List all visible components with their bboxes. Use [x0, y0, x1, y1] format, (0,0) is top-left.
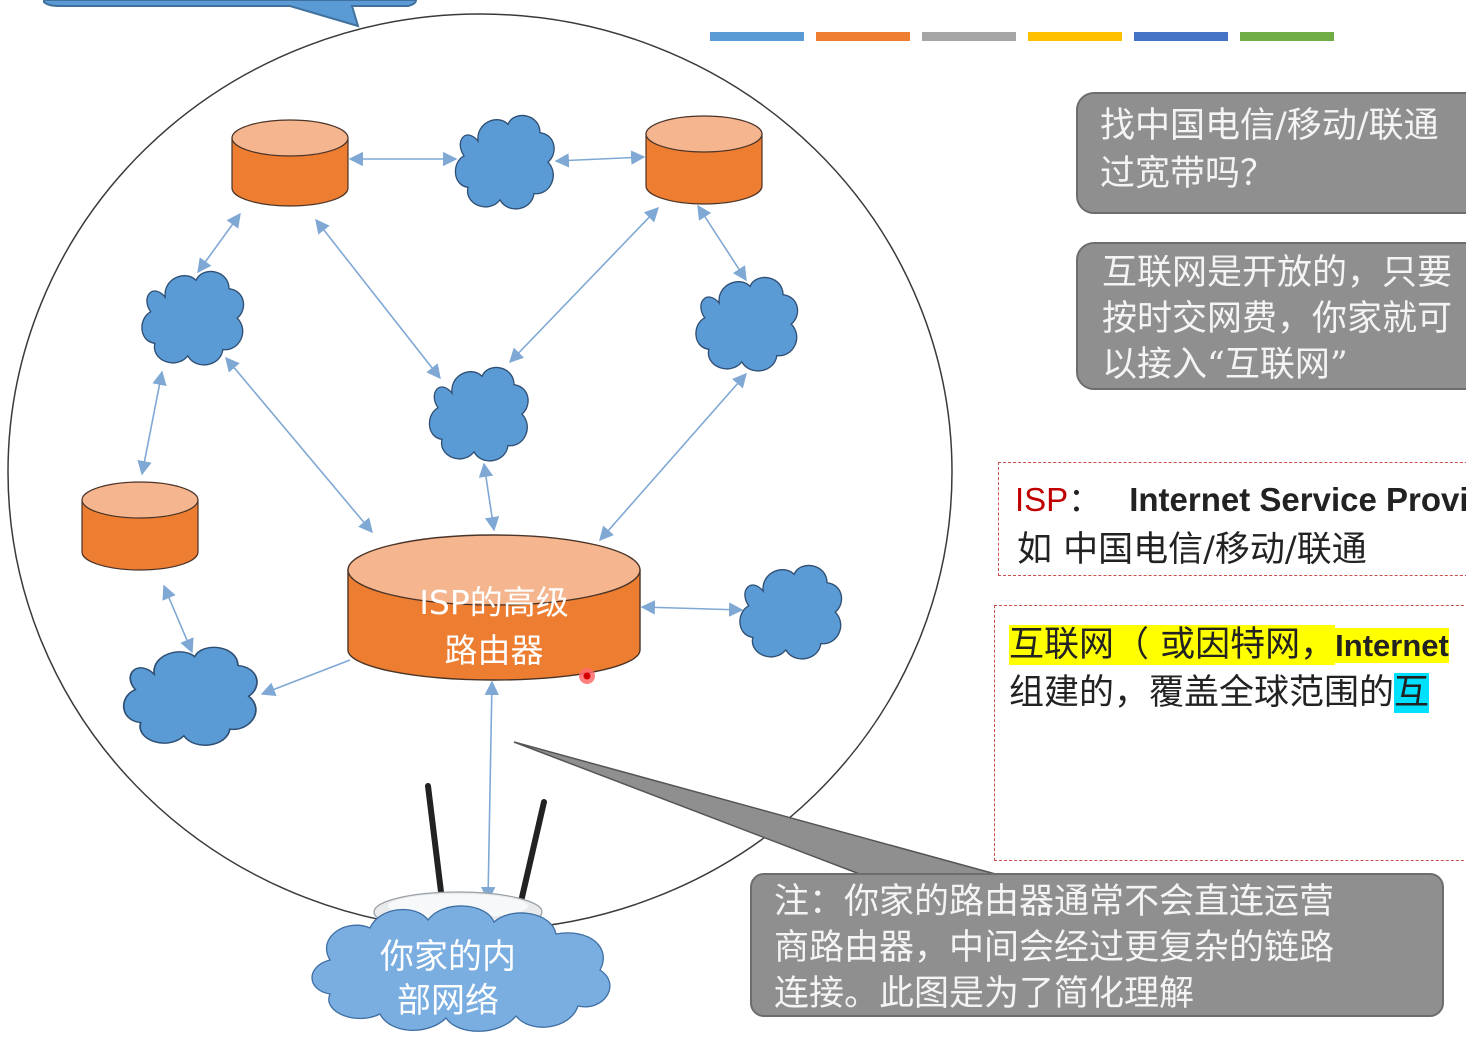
internet-definition-line: 互联网（ 或因特网，Internet: [1009, 616, 1449, 667]
isp-definition-line: ISP： Internet Service Provider: [1015, 473, 1466, 521]
isp-colon: ：: [1068, 480, 1102, 519]
color-bar: [922, 32, 1016, 41]
note-line: 商路由器，中间会经过更复杂的链路: [774, 928, 1335, 968]
isp-router-label: 路由器: [445, 631, 544, 670]
top-callout-fragment: [43, 0, 418, 28]
link: [697, 204, 747, 282]
color-bar: [1134, 32, 1228, 41]
link: [509, 206, 659, 364]
home-network-label: 部网络: [397, 981, 499, 1021]
highlighted-cyan-text: 互: [1394, 673, 1430, 713]
question-line: 互联网是开放的，只要: [1102, 253, 1453, 293]
color-bar: [710, 32, 804, 41]
question-box-broadband: 找中国电信/移动/联通 过宽带吗？: [1076, 92, 1466, 214]
cloud: [739, 564, 843, 660]
isp-definition-box: ISP： Internet Service Provider 如 中国电信/移动/…: [998, 462, 1466, 576]
highlighted-english-term: Internet: [1335, 628, 1449, 663]
cloud: [454, 114, 555, 210]
isp-router: ISP的高级 路由器: [347, 534, 641, 681]
link: [481, 680, 499, 902]
note-line: 注：你家的路由器通常不会直连运营: [774, 882, 1335, 922]
link: [197, 212, 241, 274]
link: [478, 462, 500, 532]
link: [137, 370, 167, 476]
note-box: 注：你家的路由器通常不会直连运营 商路由器，中间会经过更复杂的链路 连接。此图是…: [750, 873, 1444, 1017]
home-network-cloud: [311, 905, 611, 1032]
color-bar: [816, 32, 910, 41]
cloud: [122, 646, 258, 747]
isp-router-label: ISP的高级: [419, 583, 569, 622]
router-top-left: [231, 119, 349, 207]
pointer-dot-core: [583, 672, 591, 680]
cloud: [428, 366, 529, 462]
link: [162, 584, 194, 654]
home-network-label: 你家的内: [380, 937, 516, 977]
link: [315, 218, 441, 380]
note-callout-pointer: [513, 741, 1011, 879]
cloud: [141, 270, 245, 366]
color-bar: [1240, 32, 1334, 41]
color-bar: [1028, 32, 1122, 41]
router-top-right: [645, 115, 763, 205]
internet-definition-line: 组建的，覆盖全球范围的互: [1009, 664, 1430, 715]
link: [260, 659, 351, 697]
router-left: [81, 481, 199, 571]
link: [225, 356, 373, 534]
link: [554, 150, 646, 168]
question-line: 过宽带吗？: [1100, 154, 1276, 194]
internet-definition-box: 互联网（ 或因特网，Internet 组建的，覆盖全球范围的互: [994, 605, 1466, 861]
link: [640, 600, 744, 617]
question-line: 找中国电信/移动/联通: [1100, 106, 1439, 146]
cloud: [695, 276, 799, 372]
note-line: 连接。此图是为了简化理解: [774, 974, 1195, 1014]
isp-examples: 如 中国电信/移动/联通: [1017, 530, 1367, 570]
highlighted-term: 互联网（ 或因特网，: [1009, 625, 1336, 665]
isp-english-term: Internet Service Provider: [1129, 481, 1466, 518]
color-bar-strip: [710, 32, 1334, 41]
isp-term: ISP: [1015, 481, 1069, 518]
question-box-open-internet: 互联网是开放的，只要 按时交网费，你家就可 以接入“互联网”: [1076, 242, 1466, 390]
definition-text: 组建的，覆盖全球范围的: [1009, 673, 1395, 713]
question-line: 以接入“互联网”: [1102, 345, 1348, 385]
link: [599, 372, 747, 542]
question-line: 按时交网费，你家就可: [1102, 299, 1453, 339]
